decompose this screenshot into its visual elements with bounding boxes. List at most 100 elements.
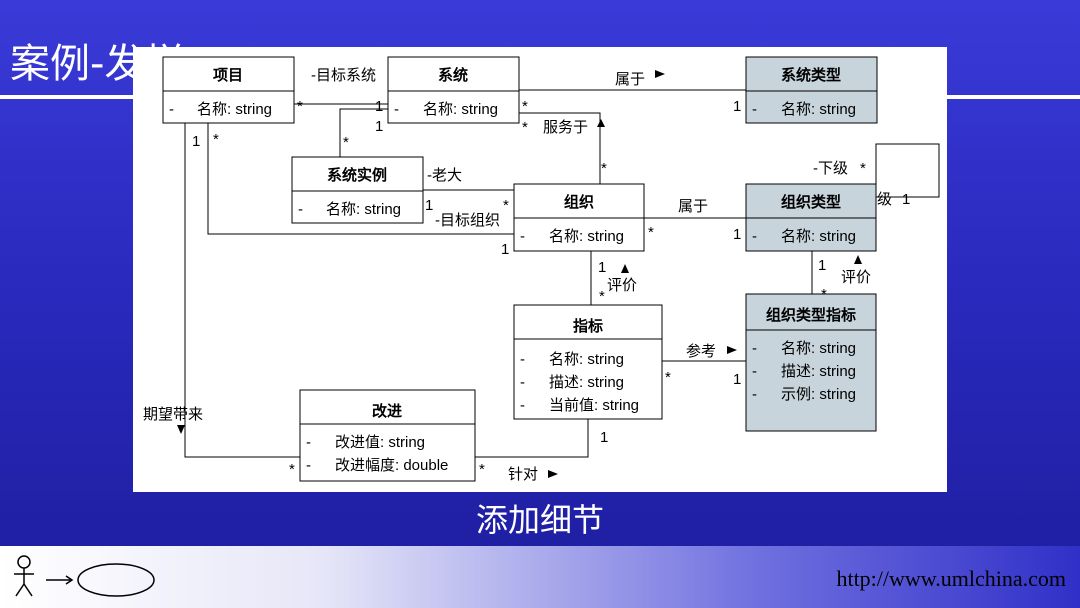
attr-marker: - [752,386,757,403]
label-serves: 服务于 [543,119,588,136]
mult-imp-ind-b: * [479,461,485,478]
class-attr: 名称: string [423,101,498,118]
class-name: 系统 [438,66,468,84]
arrow-evaluate-1-icon [621,264,629,273]
assoc-improvement-indicator [475,419,589,458]
class-system: 系统 - 名称: string [387,56,520,124]
class-name: 改进 [372,402,402,420]
class-system-instance: 系统实例 - 名称: string [291,156,424,224]
class-name: 组织类型指标 [766,306,856,324]
label-belongs-to-2: 属于 [678,198,708,215]
attr-marker: - [306,434,311,451]
class-system-type: 系统类型 - 名称: string [745,56,878,124]
class-improvement: 改进 - 改进值: string - 改进幅度: double [299,389,476,482]
assoc-project-improvement [184,123,300,458]
mult-imp-ind-a: 1 [600,429,608,446]
attr-marker: - [169,101,174,118]
attr-marker: - [306,457,311,474]
mult-imp-proj: * [289,461,295,478]
arrow-belongs-to-1-icon [655,70,665,78]
mult-sys-org-a: * [522,119,528,136]
mult-sys-org-b: * [601,160,607,177]
class-organization: 组织 - 名称: string [513,183,645,252]
mult-org-ind-b: * [599,288,605,305]
arrow-targets-icon [548,470,558,478]
assoc-project-org [207,123,514,235]
assoc-system-org [519,112,601,184]
arrow-expected-icon [177,425,185,434]
class-project: 项目 - 名称: string [162,56,295,124]
mult-org-type-a: * [648,224,654,241]
mult-inst-org-a: 1 [425,197,433,214]
class-name: 系统实例 [327,166,387,184]
class-indicator: 指标 - 名称: string - 描述: string - 当前值: stri… [513,304,663,420]
attr-marker: - [520,397,525,414]
class-attr: 描述: string [781,363,856,380]
label-reference: 参考 [686,343,716,360]
actor-usecase-logo-icon [14,555,155,597]
class-attr: 名称: string [781,101,856,118]
class-attr: 名称: string [197,101,272,118]
label-evaluate-1: 评价 [607,277,637,294]
label-boss: -老大 [427,167,462,184]
class-attr: 名称: string [781,340,856,357]
mult-proj-org-b: 1 [501,241,509,258]
class-attr: 改进幅度: double [335,457,448,474]
class-attr: 改进值: string [335,434,425,451]
class-attr: 名称: string [326,201,401,218]
arrow-evaluate-2-icon [854,255,862,264]
mult-proj-org-a: * [213,131,219,148]
assoc-orgtype-self [875,143,940,198]
attr-marker: - [298,201,303,218]
label-belongs-to-1: 属于 [615,71,645,88]
label-target-org: -目标组织 [435,212,500,229]
mult-ref-a: * [665,369,671,386]
slide-caption: 添加细节 [475,501,604,539]
mult-type-ind-a: 1 [818,257,826,274]
attr-marker: - [520,374,525,391]
attr-marker: - [394,101,399,118]
direction-arrows [177,70,862,478]
attr-marker: - [752,228,757,245]
class-name: 项目 [213,67,243,84]
mult-org-ind-a: 1 [598,259,606,276]
label-targets: 针对 [508,466,538,483]
attr-marker: - [752,340,757,357]
class-org-type-indicator: 组织类型指标 - 名称: string - 描述: string - 示例: s… [745,293,877,432]
mult-ref-b: 1 [733,371,741,388]
class-name: 组织 [564,193,594,211]
label-target-system: -目标系统 [311,67,376,84]
mult-inst-org-b: * [503,197,509,214]
arrow-reference-icon [727,346,737,354]
class-diagram-svg: -目标系统 属于 服务于 -老大 -目标组织 属于 -下级 -上级 评价 评价 … [143,56,940,483]
class-org-type: 组织类型 - 名称: string [745,183,877,252]
mult-proj-sys-b: 1 [375,98,383,115]
assoc-system-instance [339,108,388,157]
label-expected: 期望带来 [143,406,203,423]
class-name: 指标 [573,317,603,335]
mult-self-b: 1 [902,191,910,208]
mult-sys-inst-1: 1 [375,118,383,135]
attr-marker: - [520,228,525,245]
attr-marker: - [520,351,525,368]
class-attr: 示例: string [781,386,856,403]
mult-proj-left: 1 [192,133,200,150]
class-name: 系统类型 [781,66,841,84]
label-evaluate-2: 评价 [841,269,871,286]
attr-marker: - [752,101,757,118]
label-subordinate: -下级 [813,160,848,177]
arrow-serves-icon [597,119,605,127]
association-labels: -目标系统 属于 服务于 -老大 -目标组织 属于 -下级 -上级 评价 评价 … [143,67,892,483]
multiplicities: * 1 1 * * 1 * * 1 * 1 1 * * 1 * 1 1 * 1 … [192,98,910,478]
mult-self-a: * [860,160,866,177]
mult-sys-type-a: * [522,98,528,115]
mult-org-type-b: 1 [733,226,741,243]
class-attr: 名称: string [549,351,624,368]
class-attr: 名称: string [781,228,856,245]
class-attr: 名称: string [549,228,624,245]
class-name: 组织类型 [781,193,841,211]
class-attr: 当前值: string [549,397,639,414]
associations [184,89,940,458]
footer-url: http://www.umlchina.com [836,566,1066,591]
attr-marker: - [752,363,757,380]
